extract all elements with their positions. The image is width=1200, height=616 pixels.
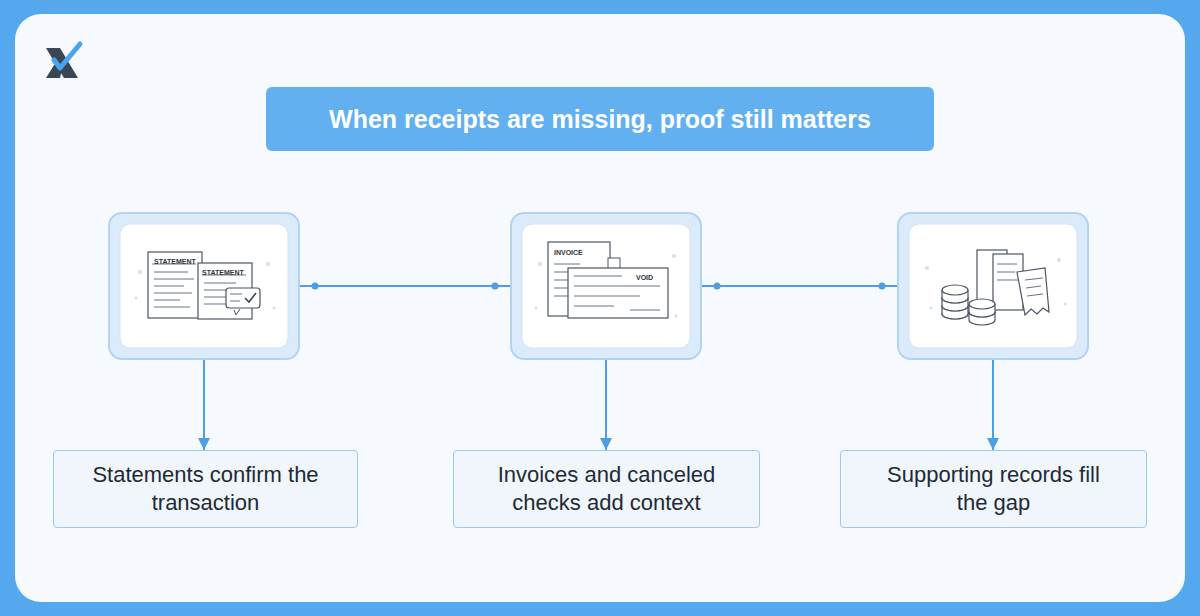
records-illustration <box>897 212 1089 360</box>
document-label: STATEMENT <box>202 269 244 276</box>
connector-dot <box>492 283 499 290</box>
connector-stroke <box>992 360 994 450</box>
connector-stroke <box>702 285 897 287</box>
connector-stroke <box>605 360 607 450</box>
caption-text: Supporting records fill the gap <box>869 461 1118 517</box>
connector-stroke <box>203 360 205 450</box>
connector-line <box>300 283 510 290</box>
caption-text: Invoices and canceled checks add context <box>482 461 731 517</box>
connector-arrow <box>606 360 607 450</box>
document-label: STATEMENT <box>154 258 196 265</box>
connector-dot <box>714 283 721 290</box>
connector-stroke <box>300 285 510 287</box>
connector-arrow <box>993 360 994 450</box>
caption-box: Supporting records fill the gap <box>840 450 1147 528</box>
caption-text: Statements confirm the transaction <box>82 461 329 517</box>
title-box: When receipts are missing, proof still m… <box>266 87 934 151</box>
connector-arrow <box>204 360 205 450</box>
caption-box: Invoices and canceled checks add context <box>453 450 760 528</box>
statement-illustration <box>108 212 300 360</box>
caption-box: Statements confirm the transaction <box>53 450 358 528</box>
document-label: VOID <box>636 274 653 281</box>
connector-line <box>702 283 897 290</box>
connector-dot <box>879 283 886 290</box>
title-text: When receipts are missing, proof still m… <box>329 105 871 134</box>
connector-dot <box>312 283 319 290</box>
logo <box>40 40 84 84</box>
document-label: INVOICE <box>554 249 583 256</box>
invoice-illustration <box>510 212 702 360</box>
